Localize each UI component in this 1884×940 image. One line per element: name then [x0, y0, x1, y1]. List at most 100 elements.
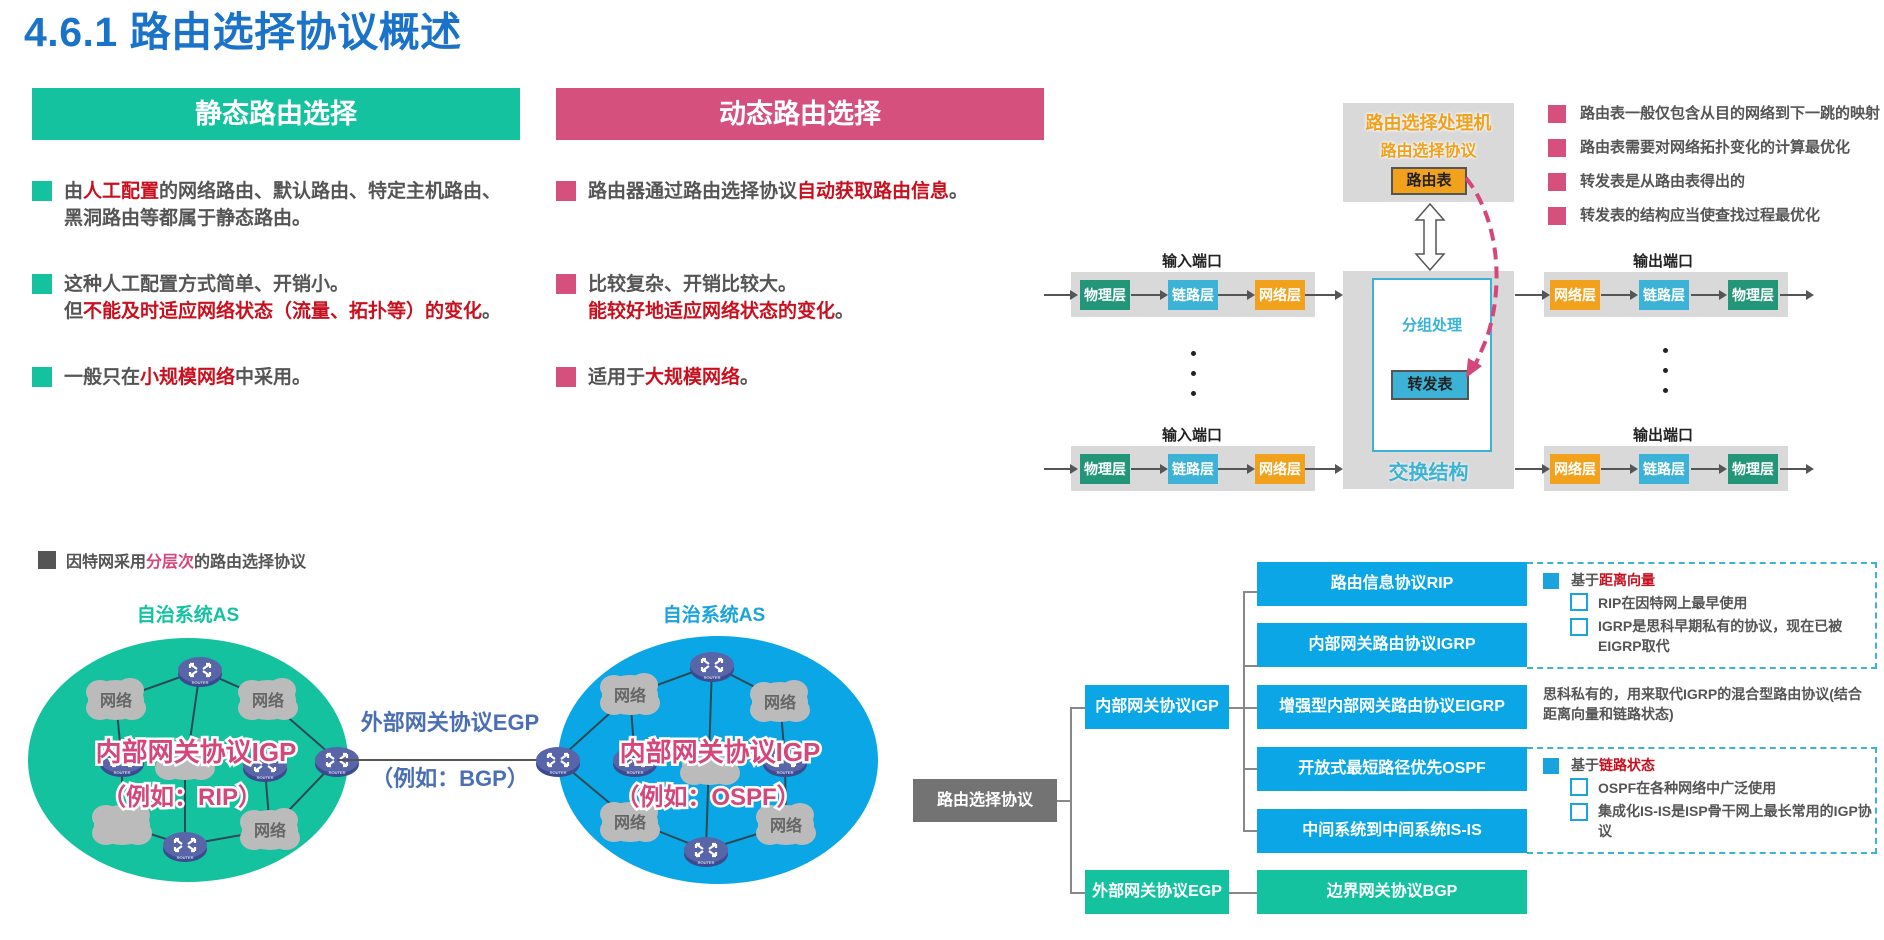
link-state-head: 基于链路状态 [1543, 755, 1873, 775]
distance-vector-group [1527, 562, 1877, 669]
router-icon [534, 745, 582, 779]
packet-processing-label: 分组处理 [1401, 317, 1462, 334]
static-bullet-1: 由人工配置的网络路由、默认路由、特定主机路由、 黑洞路由等都属于静态路由。 [32, 178, 532, 232]
egp-example: （例如：BGP） [371, 766, 529, 791]
tree-leaf-bgp: 边界网关协议BGP [1257, 870, 1527, 914]
routing-table-notes: 路由表一般仅包含从目的网络到下一跳的映射 路由表需要对网络拓扑变化的计算最优化 … [1548, 104, 1880, 240]
physical-layer: 物理层 [1728, 454, 1778, 484]
bidirectional-arrow-icon [1414, 202, 1446, 272]
network-label: 网络 [614, 813, 646, 832]
switch-fabric-label: 交换结构 [1388, 462, 1469, 484]
link-layer: 链路层 [1168, 454, 1218, 484]
bullet-square-icon [1548, 139, 1566, 157]
tree-leaf-ospf: 开放式最短路径优先OSPF [1257, 747, 1527, 791]
router-icon [161, 830, 209, 864]
network-layer: 网络层 [1255, 280, 1305, 310]
bullet-square-icon [1548, 105, 1566, 123]
tree-connector [1243, 591, 1257, 593]
physical-layer: 物理层 [1728, 280, 1778, 310]
checkbox-square-icon [1570, 803, 1588, 821]
arrow [1691, 290, 1727, 300]
static-bullet-2: 这种人工配置方式简单、开销小。 但不能及时适应网络状态（流量、拓扑等）的变化。 [32, 271, 532, 325]
ellipsis-dot [1663, 348, 1668, 353]
packet-processing-area: 分组处理 转发表 [1372, 278, 1492, 452]
as-network-diagram: ROUTER 自治系统AS 网络 网络 网络 内部网关协议IGP （例如： [28, 603, 878, 884]
bullet-square-icon [556, 181, 576, 201]
bullet-square-icon [1548, 207, 1566, 225]
dynamic-bullet-3: 适用于大规模网络。 [556, 364, 1056, 391]
checkbox-square-icon [1570, 618, 1588, 636]
link-state-group [1527, 747, 1877, 854]
derive-dashed-arrow [1464, 176, 1499, 378]
router-icon [176, 655, 224, 689]
egp-label: 外部网关协议EGP [361, 710, 539, 735]
output-port-label-2: 输出端口 [1633, 427, 1694, 444]
arrow [1691, 464, 1727, 474]
routing-protocol-label: 路由选择协议 [1380, 143, 1477, 160]
igp-label-right: 内部网关协议IGP [620, 737, 821, 767]
dynamic-bullet-2: 比较复杂、开销比较大。 能较好地适应网络状态的变化。 [556, 271, 1056, 325]
arrow [1780, 290, 1814, 300]
switch-fabric-box: 分组处理 转发表 交换结构 [1343, 271, 1514, 489]
link-layer: 链路层 [1639, 280, 1689, 310]
tree-node-igp: 内部网关协议IGP [1085, 685, 1229, 729]
igp-example-right: （例如：OSPF） [615, 784, 800, 811]
network-layer: 网络层 [1255, 454, 1305, 484]
network-label: 网络 [770, 816, 802, 835]
network-label: 网络 [614, 686, 646, 705]
bullet-square-icon [1548, 173, 1566, 191]
ellipsis-dot [1663, 368, 1668, 373]
as-label-left: 自治系统AS [137, 603, 239, 626]
filled-square-icon [1543, 573, 1559, 590]
note-item: 路由表一般仅包含从目的网络到下一跳的映射 [1548, 104, 1880, 124]
filled-square-icon [1543, 758, 1559, 775]
network-layer: 网络层 [1550, 280, 1600, 310]
physical-layer: 物理层 [1080, 280, 1130, 310]
arrow [1131, 290, 1168, 300]
static-routing-header: 静态路由选择 [32, 88, 520, 140]
output-port-2: 网络层 链路层 物理层 [1544, 446, 1788, 491]
dynamic-routing-bullets: 路由器通过路由选择协议自动获取路由信息。 比较复杂、开销比较大。 能较好地适应网… [556, 178, 1056, 391]
tree-connector [1243, 830, 1257, 832]
network-label: 网络 [100, 691, 132, 710]
forwarding-table-box: 转发表 [1391, 370, 1469, 400]
link-state-item: OSPF在各种网络中广泛使用 [1570, 778, 1873, 798]
router-icon [682, 835, 730, 869]
ellipsis-dot [1663, 388, 1668, 393]
tree-leaf-rip: 路由信息协议RIP [1257, 562, 1527, 606]
tree-connector [1070, 892, 1086, 894]
distance-vector-item: IGRP是思科早期私有的协议，现在已被EIGRP取代 [1570, 616, 1873, 656]
bullet-square-icon [38, 551, 56, 569]
note-item: 转发表的结构应当使查找过程最优化 [1548, 206, 1880, 226]
checkbox-square-icon [1570, 593, 1588, 611]
tree-connector [1243, 768, 1257, 770]
distance-vector-head: 基于距离向量 [1543, 570, 1873, 590]
tree-connector [1070, 707, 1086, 709]
bullet-square-icon [32, 274, 52, 294]
ellipsis-dot [1191, 351, 1196, 356]
network-label: 网络 [764, 693, 796, 712]
static-routing-bullets: 由人工配置的网络路由、默认路由、特定主机路由、 黑洞路由等都属于静态路由。 这种… [32, 178, 532, 391]
bullet-square-icon [32, 181, 52, 201]
arrow [1218, 464, 1255, 474]
arrow [1601, 290, 1638, 300]
router-icon [313, 745, 361, 779]
arrow [1044, 464, 1078, 474]
arrow [1305, 290, 1343, 300]
input-port-label-1: 输入端口 [1162, 253, 1223, 270]
igp-example-left: （例如：RIP） [102, 784, 262, 811]
arrow [1515, 290, 1550, 300]
dynamic-routing-header: 动态路由选择 [556, 88, 1044, 140]
igp-label-left: 内部网关协议IGP [96, 737, 297, 767]
bullet-square-icon [556, 274, 576, 294]
bullet-square-icon [556, 367, 576, 387]
input-port-1: 物理层 链路层 网络层 [1071, 272, 1315, 317]
ellipsis-dot [1191, 391, 1196, 396]
tree-leaf-igrp: 内部网关路由协议IGRP [1257, 623, 1527, 667]
arrow [1044, 290, 1078, 300]
link-layer: 链路层 [1168, 280, 1218, 310]
tree-connector [1229, 892, 1257, 894]
input-port-label-2: 输入端口 [1162, 427, 1223, 444]
link-layer: 链路层 [1639, 454, 1689, 484]
router-icon [688, 650, 736, 684]
